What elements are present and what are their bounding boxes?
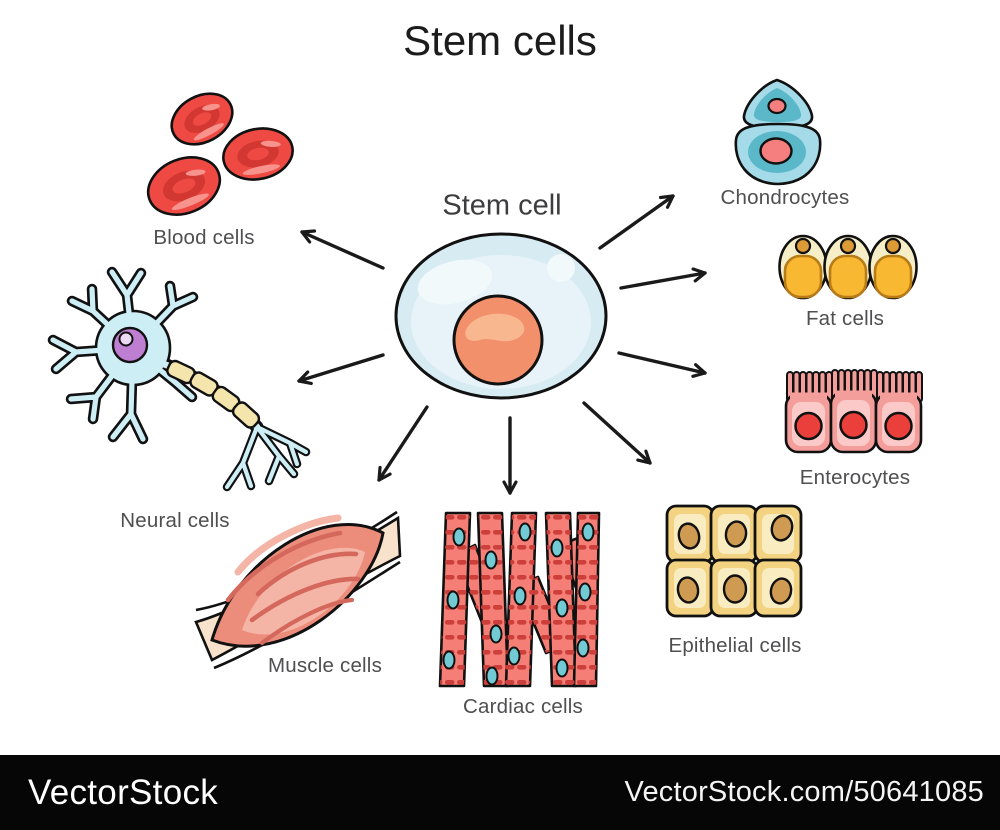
differentiation-arrows xyxy=(297,194,707,495)
arrow-to-neural-cells xyxy=(297,353,385,386)
enterocytes-label: Enterocytes xyxy=(799,466,911,489)
watermark-bar: VectorStock VectorStock.com/50641085 xyxy=(0,755,1000,830)
muscle-cells-illustration xyxy=(194,510,402,670)
neural-cell-illustration xyxy=(47,266,311,492)
myelin-sheath xyxy=(166,359,261,429)
epithelial-cells-label: Epithelial cells xyxy=(668,634,802,657)
arrow-to-fat-cells xyxy=(619,267,707,290)
blood-cells-illustration xyxy=(146,92,294,216)
arrow-to-enterocytes xyxy=(617,351,707,378)
cardiac-nuclei xyxy=(442,522,595,686)
arrow-to-blood-cells xyxy=(300,229,385,270)
vectorstock-logo-text: VectorStock xyxy=(28,772,219,812)
fat-cells-illustration xyxy=(778,234,918,300)
enterocytes-illustration xyxy=(784,369,923,454)
stem-cell-label: Stem cell xyxy=(442,189,562,222)
cardiac-cells-label: Cardiac cells xyxy=(463,695,583,718)
blood-cells-label: Blood cells xyxy=(153,226,255,249)
diagram-canvas xyxy=(47,78,923,688)
chondrocytes-illustration xyxy=(734,78,822,186)
fat-cells-label: Fat cells xyxy=(805,307,885,330)
arrow-to-epithelial-cells xyxy=(582,401,652,465)
page-title: Stem cells xyxy=(403,17,597,64)
epithelial-nuclei xyxy=(676,514,794,605)
chondrocytes-label: Chondrocytes xyxy=(720,186,850,209)
epithelial-cells-illustration xyxy=(665,504,803,618)
arrow-to-muscle-cells xyxy=(377,405,429,482)
cardiac-cells-illustration xyxy=(438,511,601,688)
arrow-to-chondrocytes xyxy=(598,194,675,250)
stem-cell-illustration xyxy=(394,232,608,400)
neural-cells-label: Neural cells xyxy=(120,509,230,532)
vectorstock-url-text: VectorStock.com/50641085 xyxy=(624,776,984,808)
muscle-cells-label: Muscle cells xyxy=(267,654,383,677)
